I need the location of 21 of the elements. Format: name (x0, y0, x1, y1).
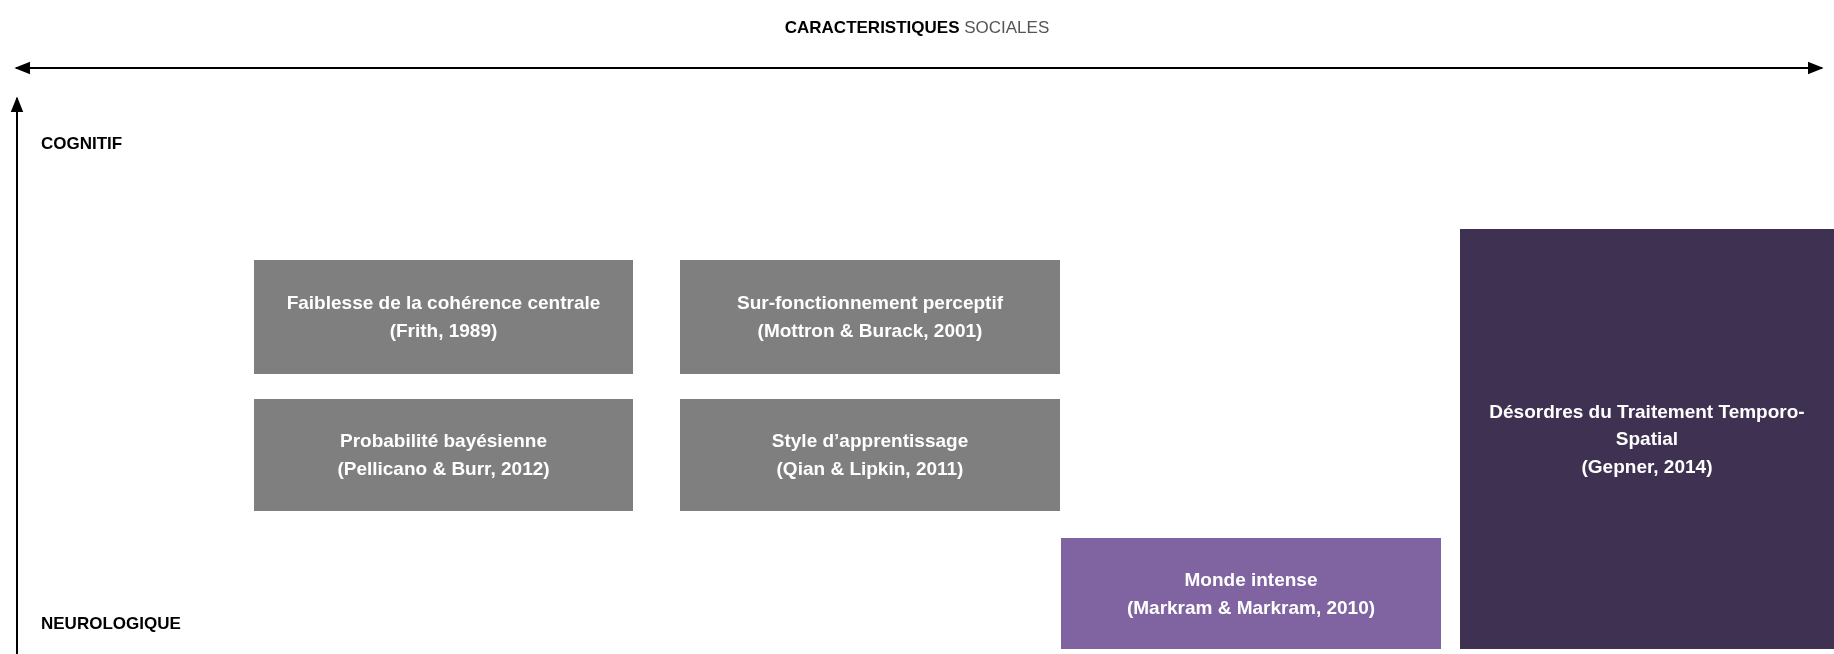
citation: (Pellicano & Burr, 2012) (337, 457, 550, 481)
axis-label: NEUROLOGIQUE (41, 614, 181, 634)
theory-name: Faiblesse de la cohérence centrale (286, 291, 601, 316)
theory-box (254, 399, 633, 511)
theory-name: Monde intense (1184, 567, 1318, 592)
citation: (Frith, 1989) (389, 319, 498, 343)
citation: (Markram & Markram, 2010) (1126, 595, 1376, 620)
theory-box (254, 260, 633, 374)
citation: (Gepner, 2014) (1581, 454, 1713, 479)
axis-title: CARACTERISTIQUES SOCIALES (784, 18, 1050, 37)
theory-box (1061, 538, 1441, 649)
theory-box (680, 399, 1060, 511)
theory-name: Style d’apprentissage (771, 429, 969, 454)
citation: (Mottron & Burack, 2001) (757, 319, 983, 343)
theory-name: Probabilité bayésienne (340, 429, 547, 454)
theory-box (1460, 229, 1834, 649)
citation: (Qian & Lipkin, 2011) (776, 457, 964, 481)
theory-name: Sur-fonctionnement perceptif (737, 291, 1003, 316)
theory-name: Désordres du Traitement Temporo-Spatial (1488, 399, 1806, 452)
theory-box (680, 260, 1060, 374)
axis-label: COGNITIF (41, 134, 123, 154)
